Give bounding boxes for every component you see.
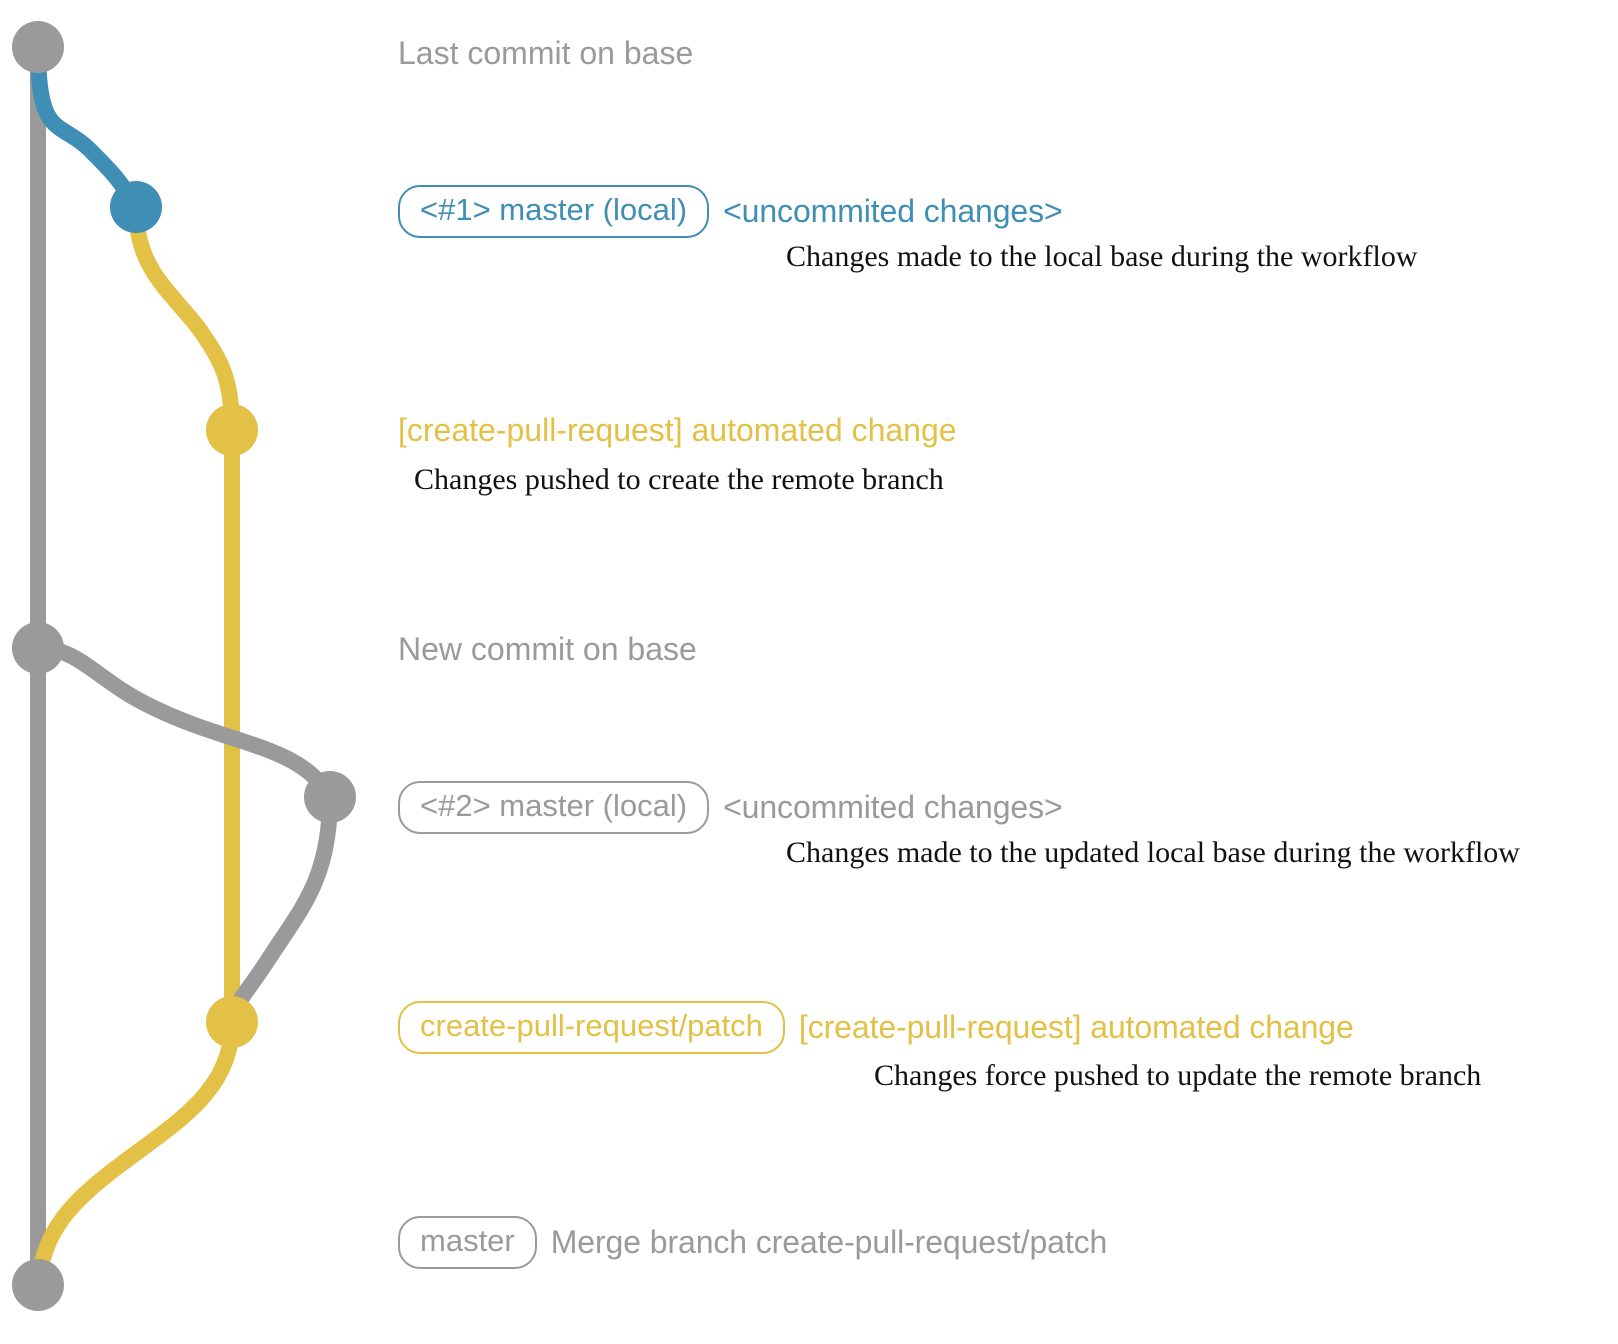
commit-node-local-2[interactable] [304,771,356,823]
edge-patch2-to-merge [30,1014,240,1293]
commit-subject-local-change-1: <uncommited changes> [723,192,1063,229]
commit-node-local-1[interactable] [110,181,162,233]
commit-subject-automated-change-2: [create-pull-request] automated change [798,1008,1354,1045]
commit-row-local-change-1: <#1> master (local) <uncommited changes> [398,185,1063,238]
commit-row-local-change-2: <#2> master (local) <uncommited changes> [398,781,1063,834]
ref-badge-master[interactable]: master [398,1216,537,1269]
commit-node-patch-1[interactable] [206,404,258,456]
commit-node-patch-2[interactable] [206,996,258,1048]
ref-badge-master-local-2[interactable]: <#2> master (local) [398,781,710,834]
commit-node-merge[interactable] [12,1259,64,1311]
commit-node-base-new[interactable] [12,622,64,674]
commit-subject-last-commit-on-base: Last commit on base [398,35,694,71]
annotation-automated-change-1: Changes pushed to create the remote bran… [414,463,944,496]
commit-subject-new-commit-on-base: New commit on base [398,631,697,667]
commit-subject-local-change-2: <uncommited changes> [723,788,1063,825]
commit-row-automated-change-2: create-pull-request/patch [create-pull-r… [398,1001,1354,1054]
edge-base-to-local1 [30,39,144,215]
commit-subject-automated-change-1: [create-pull-request] automated change [398,412,957,448]
edge-local1-to-patch1 [128,199,240,438]
commit-node-base-head[interactable] [12,21,64,73]
ref-badge-master-local-1[interactable]: <#1> master (local) [398,185,710,238]
commit-row-merge-commit: master Merge branch create-pull-request/… [398,1216,1107,1269]
commit-subject-merge-commit: Merge branch create-pull-request/patch [550,1223,1108,1260]
edge-basenew-to-local2 [30,640,338,805]
annotation-local-change-1: Changes made to the local base during th… [786,240,1418,273]
annotation-local-change-2: Changes made to the updated local base d… [786,836,1520,869]
ref-badge-create-pull-request-patch[interactable]: create-pull-request/patch [398,1001,785,1054]
annotation-automated-change-2: Changes force pushed to update the remot… [874,1059,1482,1092]
